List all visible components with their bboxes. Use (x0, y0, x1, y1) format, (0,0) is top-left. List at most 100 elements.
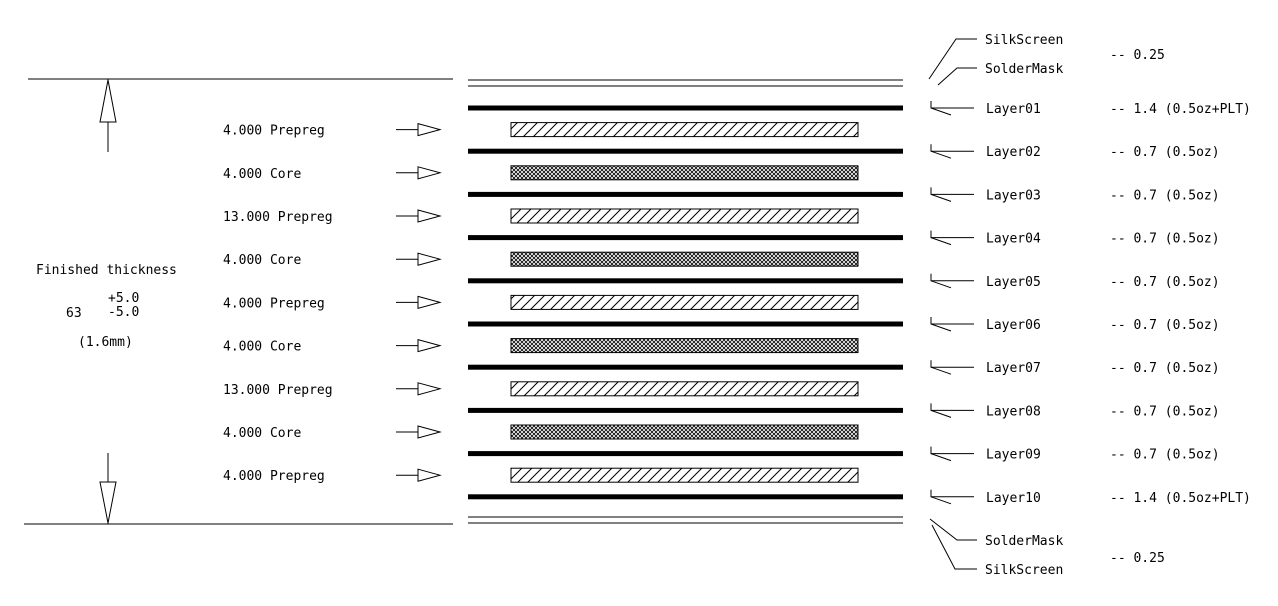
core-layer-bar (510, 424, 859, 440)
dielectric-layers: 4.000 Prepreg 4.000 Core 13.000 Prepreg 4.0… (223, 122, 859, 484)
dielectric-label: 4.000 Core (223, 340, 301, 355)
dielectric-layer: 4.000 Core (223, 251, 859, 268)
layer-name: Layer05 (986, 275, 1041, 290)
dielectric-layer: 4.000 Core (223, 338, 859, 355)
layer-thickness: -- 0.7 (0.5oz) (1110, 188, 1220, 203)
layer-name: Layer07 (986, 361, 1041, 376)
dielectric-label: 4.000 Core (223, 167, 301, 182)
layer-thickness: -- 0.7 (0.5oz) (1110, 232, 1220, 247)
dielectric-label: 4.000 Core (223, 253, 301, 268)
top-coat-thickness: -- 0.25 (1110, 48, 1165, 63)
copper-layer-bar (468, 407, 903, 413)
layer-name: Layer10 (986, 491, 1041, 506)
copper-layer: Layer06 -- 0.7 (0.5oz) (468, 317, 1220, 333)
silkscreen-leader-top (928, 38, 977, 80)
copper-layer-bar (468, 278, 903, 284)
dielectric-label: 4.000 Prepreg (223, 469, 325, 484)
top-coats: SilkScreen SolderMask -- 0.25 (928, 33, 1165, 86)
layer-name: Layer06 (986, 318, 1041, 333)
top-silkscreen-label: SilkScreen (985, 33, 1063, 48)
arrow-right-icon (417, 468, 442, 482)
layer-thickness: -- 0.7 (0.5oz) (1110, 404, 1220, 419)
soldermask-leader-bottom (929, 518, 977, 541)
dimension-arrow-top-head (99, 79, 117, 123)
dielectric-label: 13.000 Prepreg (223, 210, 333, 225)
dielectric-layer: 4.000 Prepreg (223, 122, 859, 139)
dielectric-layer: 4.000 Prepreg (223, 294, 859, 311)
dimension-arrow-bottom-head (99, 481, 117, 524)
bottom-coat-thickness: -- 0.25 (1110, 551, 1165, 566)
copper-layer: Layer07 -- 0.7 (0.5oz) (468, 360, 1220, 376)
layer-thickness: -- 1.4 (0.5oz+PLT) (1110, 102, 1251, 117)
layer-thickness: -- 0.7 (0.5oz) (1110, 361, 1220, 376)
copper-layer: Layer01 -- 1.4 (0.5oz+PLT) (468, 101, 1251, 117)
dielectric-layer: 4.000 Core (223, 165, 859, 182)
bottom-soldermask-label: SolderMask (985, 534, 1063, 549)
core-layer-bar (510, 165, 859, 181)
dielectric-layer: 4.000 Core (223, 424, 859, 441)
layer-name: Layer08 (986, 404, 1041, 419)
soldermask-leader-top (937, 67, 977, 86)
copper-layer-bar (468, 191, 903, 197)
core-layer-bar (510, 338, 859, 354)
layer-thickness: -- 0.7 (0.5oz) (1110, 448, 1220, 463)
copper-layer-bar (468, 235, 903, 241)
dielectric-layer: 13.000 Prepreg (223, 208, 859, 225)
layer-name: Layer04 (986, 232, 1041, 247)
prepreg-layer-bar (510, 208, 859, 224)
arrow-right-icon (417, 338, 442, 353)
arrow-right-icon (417, 209, 442, 223)
arrow-right-icon (417, 122, 442, 137)
bottom-silkscreen-label: SilkScreen (985, 563, 1063, 578)
finished-thickness-value: 63 (66, 306, 82, 321)
thickness-dimension: Finished thickness 63 +5.0 -5.0 (1.6mm) (24, 78, 453, 525)
copper-layer: Layer03 -- 0.7 (0.5oz) (468, 187, 1220, 203)
dielectric-label: 4.000 Prepreg (223, 296, 325, 311)
tolerance-plus: +5.0 (108, 291, 139, 306)
layer-thickness: -- 0.7 (0.5oz) (1110, 318, 1220, 333)
dielectric-label: 13.000 Prepreg (223, 383, 333, 398)
prepreg-layer-bar (510, 467, 859, 483)
copper-layer: Layer04 -- 0.7 (0.5oz) (468, 230, 1220, 247)
dielectric-layer: 13.000 Prepreg (223, 381, 859, 398)
bottom-coats: SolderMask SilkScreen -- 0.25 (929, 518, 1165, 578)
prepreg-layer-bar (510, 122, 859, 138)
top-soldermask-label: SolderMask (985, 62, 1063, 77)
arrow-right-icon (417, 166, 442, 180)
tolerance-minus: -5.0 (108, 305, 139, 320)
copper-layer-bar (468, 364, 903, 370)
arrow-right-icon (417, 252, 442, 266)
copper-layer: Layer05 -- 0.7 (0.5oz) (468, 273, 1220, 290)
prepreg-layer-bar (510, 294, 859, 310)
copper-layer-bar (468, 148, 903, 154)
layer-thickness: -- 0.7 (0.5oz) (1110, 145, 1220, 160)
layer-name: Layer02 (986, 145, 1041, 160)
finished-thickness-metric: (1.6mm) (78, 335, 133, 350)
copper-layer: Layer09 -- 0.7 (0.5oz) (468, 446, 1220, 463)
dielectric-label: 4.000 Core (223, 426, 301, 441)
copper-layer-bar (468, 494, 903, 500)
arrow-right-icon (417, 295, 442, 310)
layer-name: Layer09 (986, 448, 1041, 463)
copper-layer-bar (468, 105, 903, 111)
arrow-right-icon (417, 382, 442, 396)
prepreg-layer-bar (510, 381, 859, 397)
layer-name: Layer01 (986, 102, 1041, 117)
core-layer-bar (510, 251, 859, 267)
copper-layer-bar (468, 451, 903, 457)
dielectric-layer: 4.000 Prepreg (223, 467, 859, 484)
layer-thickness: -- 0.7 (0.5oz) (1110, 275, 1220, 290)
arrow-right-icon (417, 425, 442, 439)
copper-layer: Layer08 -- 0.7 (0.5oz) (468, 403, 1220, 419)
coat-lines (468, 79, 903, 524)
layer-name: Layer03 (986, 188, 1041, 203)
copper-layer: Layer02 -- 0.7 (0.5oz) (468, 144, 1220, 160)
finished-thickness-label: Finished thickness (36, 263, 177, 278)
copper-layer-bar (468, 321, 903, 327)
dielectric-label: 4.000 Prepreg (223, 124, 325, 139)
silkscreen-leader-bottom (931, 524, 977, 570)
copper-layers: Layer01 -- 1.4 (0.5oz+PLT) Layer02 -- 0.7 (… (468, 101, 1251, 506)
layer-thickness: -- 1.4 (0.5oz+PLT) (1110, 491, 1251, 506)
copper-layer: Layer10 -- 1.4 (0.5oz+PLT) (468, 489, 1251, 506)
